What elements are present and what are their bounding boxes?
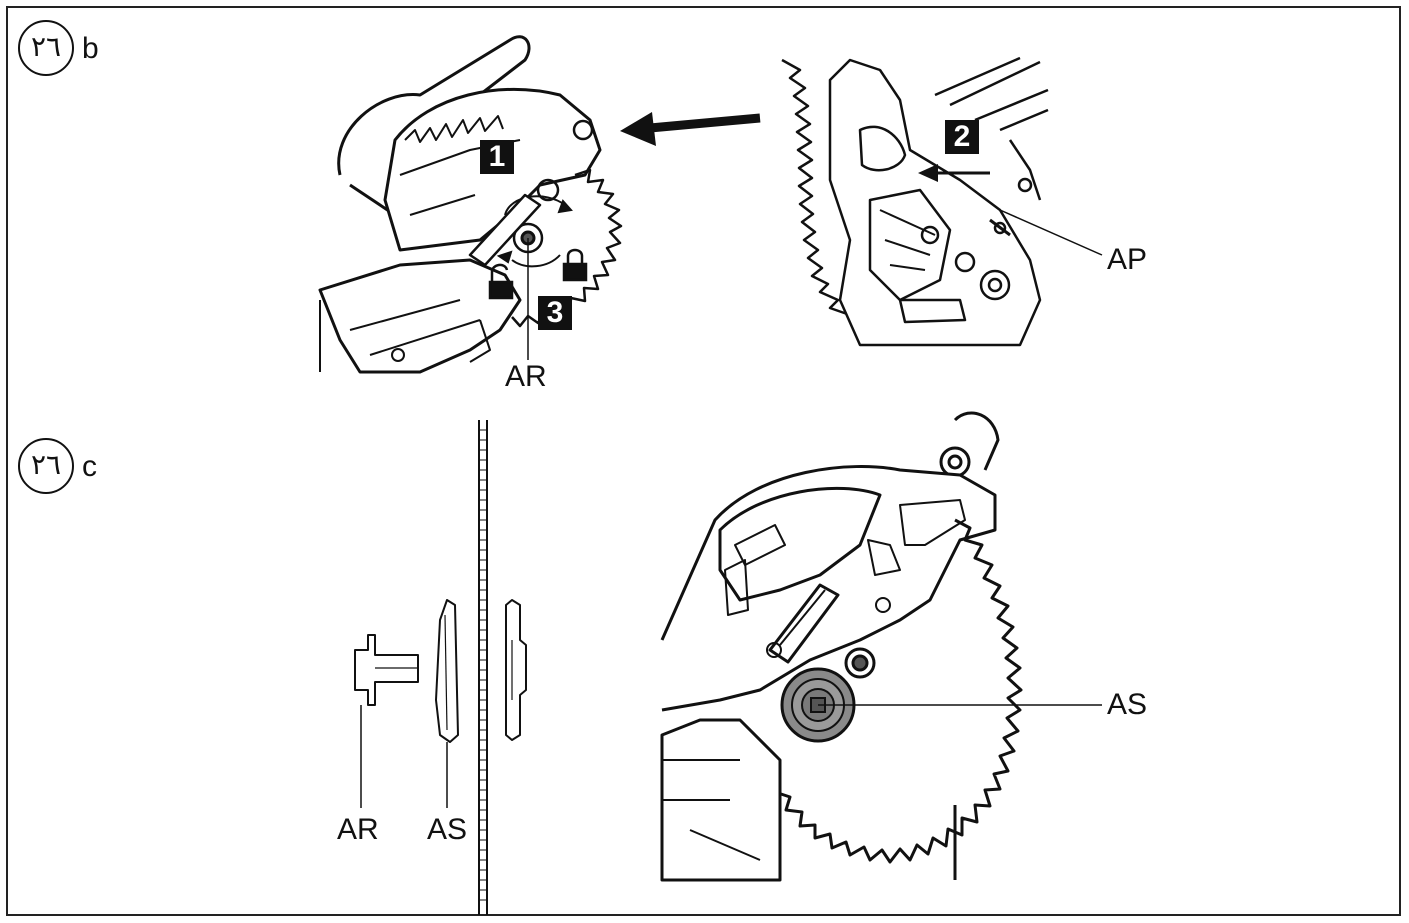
callout-ap: AP (1107, 243, 1148, 276)
sub-label-b: b (82, 32, 99, 65)
unlock-icon (488, 263, 514, 300)
arrow-left-icon (620, 112, 761, 146)
callout-ar-b: AR (505, 360, 547, 393)
exploded-view (354, 420, 527, 915)
callout-ar-c: AR (337, 813, 379, 846)
lock-icon (562, 248, 588, 282)
figure-number-circle-c: ٢٦ (18, 438, 74, 494)
step-badge-1: 1 (480, 140, 514, 174)
callout-as-saw: AS (1107, 688, 1148, 721)
rotate-arrow-icon (496, 199, 573, 264)
callout-as-exploded: AS (427, 813, 468, 846)
saw-detail-right (780, 56, 1049, 347)
ap-leader-line (999, 209, 1103, 256)
figure-number-circle-b: ٢٦ (18, 20, 74, 76)
step-badge-2: 2 (945, 120, 979, 154)
small-arrow-icon (918, 164, 990, 182)
saw-closeup (660, 411, 1023, 882)
step-badge-3: 3 (538, 296, 572, 330)
sub-label-c: c (82, 450, 97, 483)
saw-head-left (318, 35, 623, 374)
